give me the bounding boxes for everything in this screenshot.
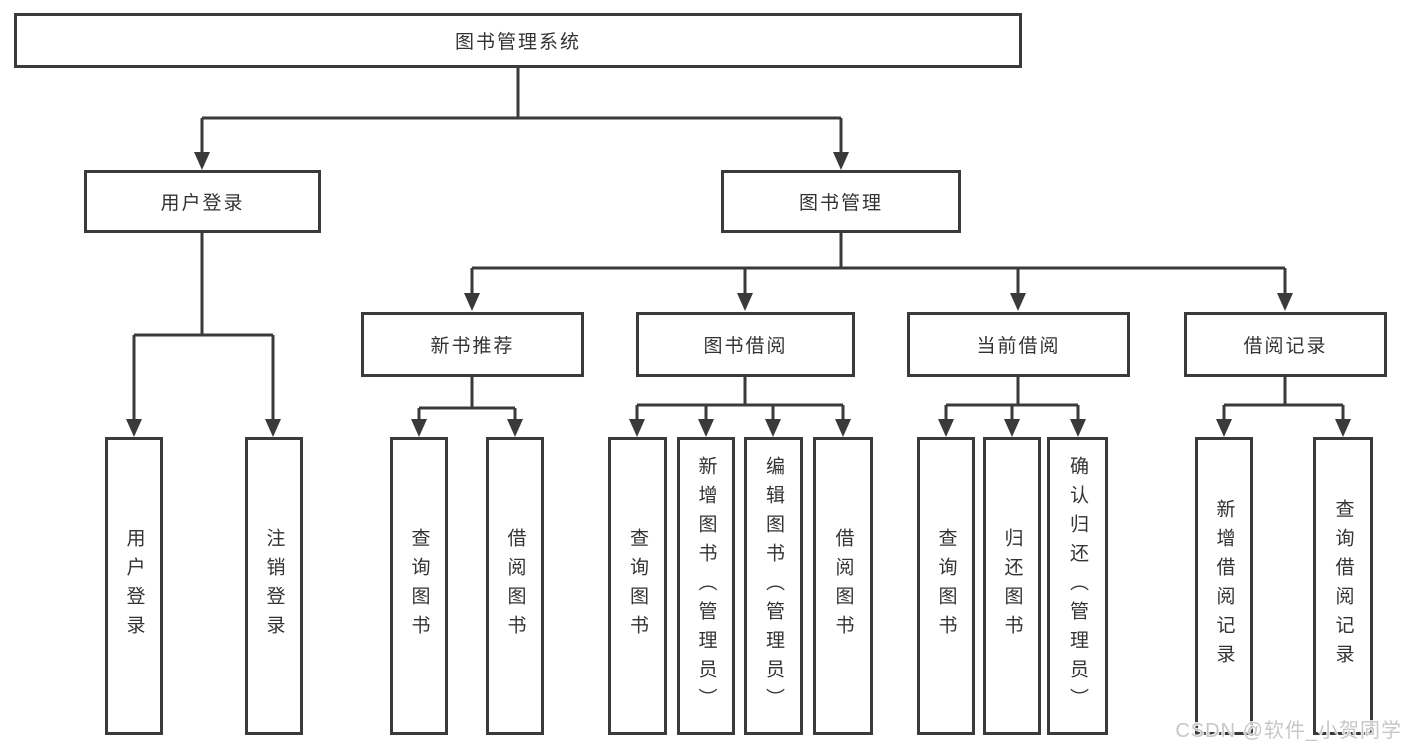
leaf-label: 用户登录 <box>123 528 145 644</box>
leaf-label: 查询借阅记录 <box>1332 499 1354 673</box>
leaf-add-books-admin: 新增图书（管理员） <box>677 437 735 735</box>
node-new-book-recommendation: 新书推荐 <box>361 312 584 377</box>
leaf-return-books: 归还图书 <box>983 437 1041 735</box>
leaf-label: 借阅图书 <box>832 528 854 644</box>
node-borrowing-records: 借阅记录 <box>1184 312 1387 377</box>
leaf-label: 归还图书 <box>1001 528 1023 644</box>
node-library-management-system: 图书管理系统 <box>14 13 1022 68</box>
csdn-watermark: CSDN @软件_小贺同学 <box>1175 720 1402 742</box>
leaf-borrow-books-recommend: 借阅图书 <box>486 437 544 735</box>
leaf-label: 查询图书 <box>408 528 430 644</box>
leaf-label: 新增借阅记录 <box>1213 499 1235 673</box>
leaf-query-books-borrowing: 查询图书 <box>608 437 667 735</box>
node-book-borrowing: 图书借阅 <box>636 312 855 377</box>
leaf-logout: 注销登录 <box>245 437 303 735</box>
leaf-label: 编辑图书（管理员） <box>763 455 784 717</box>
leaf-confirm-return-admin: 确认归还（管理员） <box>1047 437 1108 735</box>
leaf-label: 确认归还（管理员） <box>1067 455 1088 717</box>
leaf-label: 借阅图书 <box>504 528 526 644</box>
leaf-label: 查询图书 <box>935 528 957 644</box>
leaf-query-books-recommend: 查询图书 <box>390 437 448 735</box>
leaf-query-books-current: 查询图书 <box>917 437 975 735</box>
leaf-label: 新增图书（管理员） <box>695 455 717 717</box>
leaf-add-borrow-record: 新增借阅记录 <box>1195 437 1253 735</box>
node-book-management: 图书管理 <box>721 170 961 233</box>
leaf-label: 查询图书 <box>627 528 648 644</box>
leaf-user-login: 用户登录 <box>105 437 163 735</box>
node-current-borrowing: 当前借阅 <box>907 312 1130 377</box>
leaf-query-borrow-record: 查询借阅记录 <box>1313 437 1373 735</box>
leaf-borrow-books: 借阅图书 <box>813 437 873 735</box>
arrowheads <box>126 152 1351 437</box>
leaf-label: 注销登录 <box>263 528 285 644</box>
leaf-edit-books-admin: 编辑图书（管理员） <box>744 437 803 735</box>
node-user-login: 用户登录 <box>84 170 321 233</box>
